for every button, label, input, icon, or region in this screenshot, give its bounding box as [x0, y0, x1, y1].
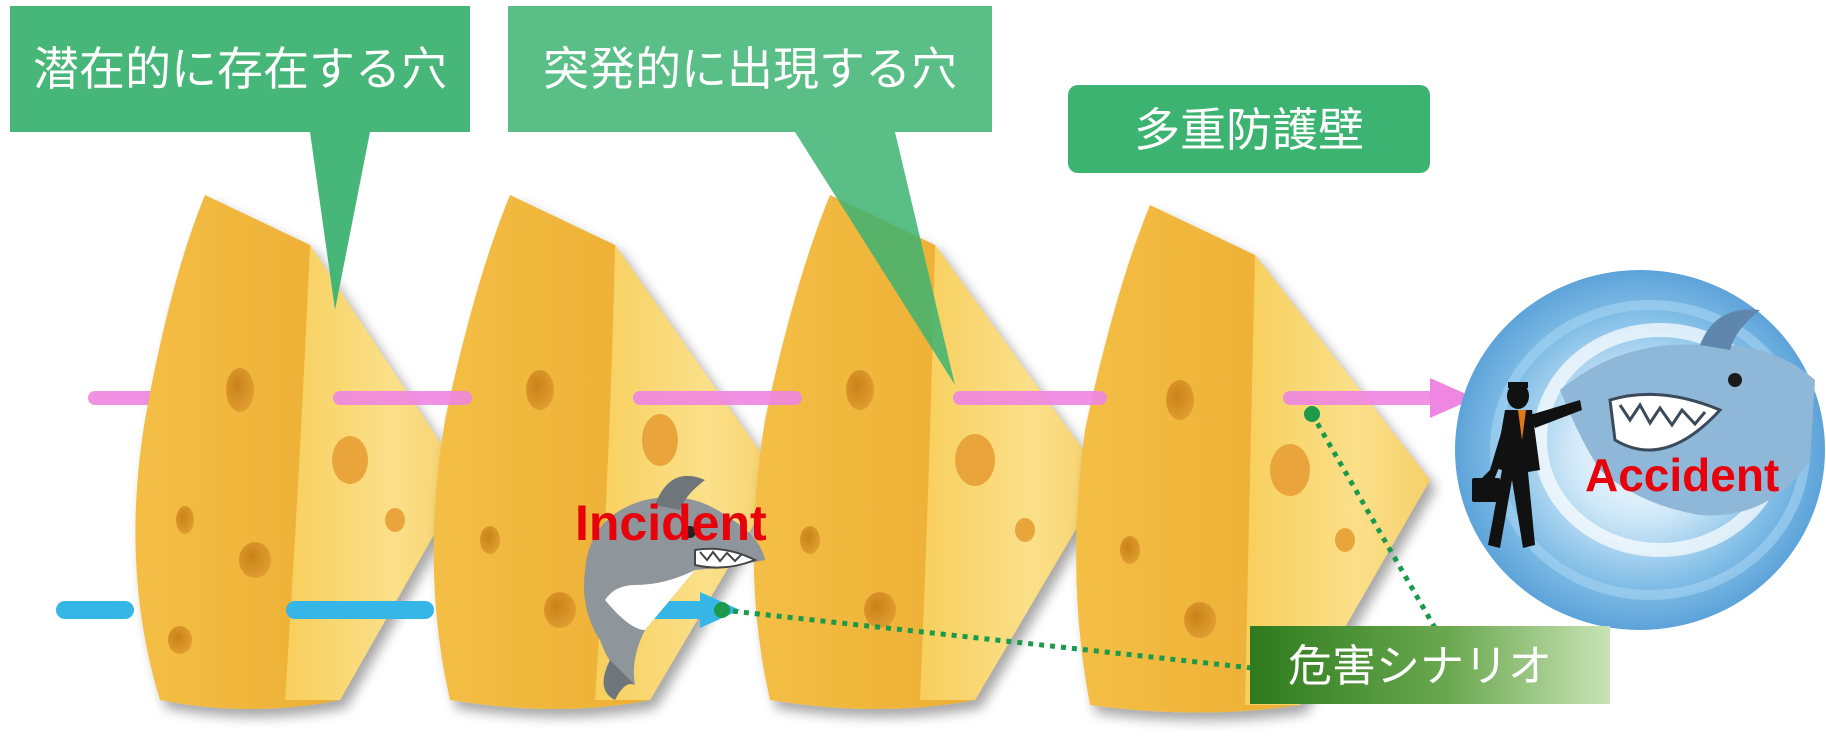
- accident-shark-icon: [1560, 309, 1815, 516]
- incident-label: Incident: [575, 495, 767, 551]
- cheese-barrier-3: [753, 195, 1105, 709]
- pink-arrowhead: [1430, 378, 1475, 418]
- hazard-scenario-box: [1250, 626, 1610, 704]
- cheese-barrier-1: [135, 195, 465, 709]
- callout-sudden-holes: [508, 6, 992, 385]
- accident-label: Accident: [1585, 449, 1780, 501]
- businessman-icon: [1472, 382, 1582, 548]
- connector-dot-pink: [1304, 406, 1320, 422]
- callout-sudden-holes-label: 突発的に出現する穴: [543, 42, 957, 96]
- callout-multiple-barriers-label: 多重防護壁: [1134, 103, 1364, 157]
- cheese-barrier-4: [1076, 205, 1430, 713]
- hazard-scenario-connectors: [721, 412, 1438, 671]
- connector-dot-blue: [714, 602, 730, 618]
- callout-latent-holes: [10, 6, 470, 310]
- hazard-scenario-label: 危害シナリオ: [1288, 641, 1552, 692]
- callout-latent-holes-label: 潜在的に存在する穴: [33, 42, 447, 96]
- shark-incident-icon: [584, 475, 765, 700]
- callout-multiple-barriers: [1068, 85, 1430, 173]
